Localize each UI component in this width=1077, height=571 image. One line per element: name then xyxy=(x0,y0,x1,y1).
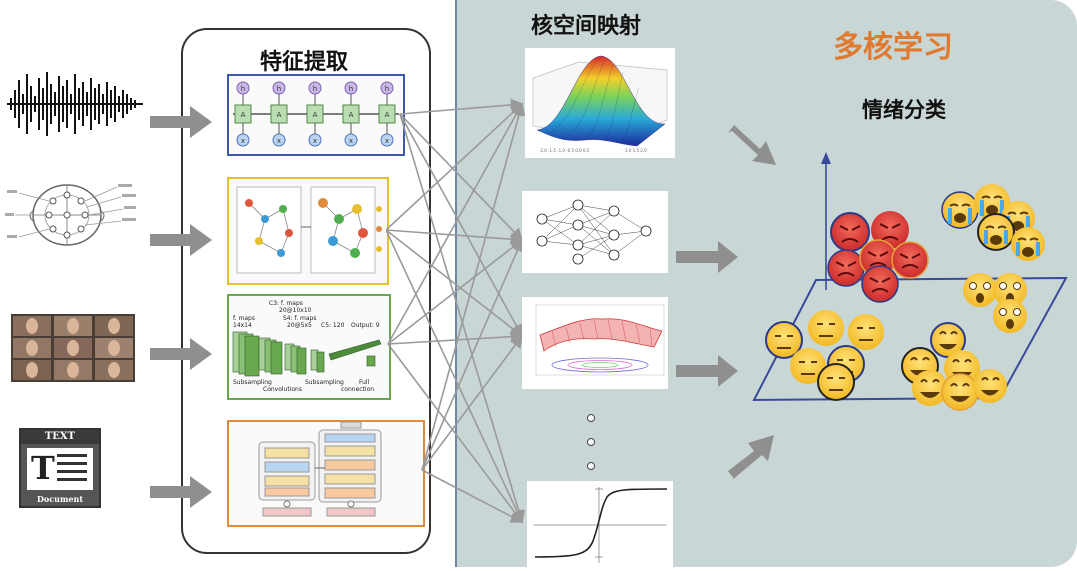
input-arrow-eeg xyxy=(150,224,212,256)
happy-emoji-icon xyxy=(941,373,979,411)
svg-text:x: x xyxy=(313,137,317,145)
svg-text:connection: connection xyxy=(341,386,374,393)
arrow-sigmoid xyxy=(728,435,774,479)
svg-text:h: h xyxy=(241,85,245,93)
crying-emoji-icon xyxy=(977,213,1015,251)
surprised-cluster xyxy=(963,273,1027,333)
svg-text:h: h xyxy=(385,85,389,93)
svg-text:h: h xyxy=(313,85,317,93)
svg-text:20@5x5: 20@5x5 xyxy=(287,322,312,329)
panel-divider xyxy=(455,0,457,567)
cnn-module: C3: f. maps 20@10x10 f. maps 14x14 S4: f… xyxy=(227,294,391,400)
input-arrow-face xyxy=(150,338,212,370)
arrow-mesh xyxy=(676,355,738,387)
arrow-gaussian xyxy=(728,125,776,165)
sigmoid-kernel-plot xyxy=(527,481,673,567)
happy-cluster xyxy=(901,322,1007,411)
svg-text:A: A xyxy=(277,111,282,119)
angry-emoji-icon xyxy=(891,241,929,279)
feature-to-kernel-connections xyxy=(386,98,526,524)
surprised-emoji-icon xyxy=(963,273,997,307)
svg-text:h: h xyxy=(349,85,353,93)
svg-text:A: A xyxy=(313,111,318,119)
svg-text:A: A xyxy=(349,111,354,119)
svg-text:14x14: 14x14 xyxy=(233,322,252,329)
transformer-diagram xyxy=(258,421,382,517)
angry-emoji-icon xyxy=(827,249,865,287)
emotion-emoji-clusters xyxy=(765,184,1045,411)
svg-text:S4: f. maps: S4: f. maps xyxy=(283,315,317,322)
svg-text:Convolutions: Convolutions xyxy=(263,386,302,393)
svg-text:x: x xyxy=(385,137,389,145)
sad-cluster xyxy=(941,184,1045,261)
svg-text:x: x xyxy=(349,137,353,145)
gnn-module xyxy=(227,177,389,285)
multiple-kernel-learning-title: 多核学习 xyxy=(833,30,953,65)
svg-text:C5: 120: C5: 120 xyxy=(321,322,345,329)
input-arrow-text xyxy=(150,476,212,508)
arrow-neural xyxy=(676,241,738,273)
facial-expression-images xyxy=(11,314,135,382)
input-arrows xyxy=(150,106,212,508)
text-document-icon: TEXT T Document xyxy=(19,428,101,508)
text-doc-footer: Document xyxy=(36,494,84,504)
angry-cluster xyxy=(827,211,929,303)
svg-text:A: A xyxy=(385,111,390,119)
more-kernels-ellipsis xyxy=(587,414,595,470)
svg-text:1.0 1.5 2.0: 1.0 1.5 2.0 xyxy=(625,148,647,153)
neutral-emoji-icon xyxy=(808,310,844,346)
svg-text:f. maps: f. maps xyxy=(233,315,255,322)
feature-extraction-title: 特征提取 xyxy=(260,50,349,75)
crying-emoji-icon xyxy=(941,191,979,229)
svg-text:A: A xyxy=(241,111,246,119)
audio-waveform-icon xyxy=(7,72,143,136)
text-doc-header: TEXT xyxy=(21,430,99,444)
angry-emoji-icon xyxy=(861,265,899,303)
gnn-diagram xyxy=(236,186,382,274)
svg-text:x: x xyxy=(277,137,281,145)
neutral-emoji-icon xyxy=(817,363,855,401)
svg-text:x: x xyxy=(241,137,245,145)
mesh-surface-kernel-plot xyxy=(522,297,668,389)
happy-emoji-icon xyxy=(930,322,966,358)
transformer-module xyxy=(227,420,425,527)
neutral-emoji-icon xyxy=(848,314,884,350)
crying-emoji-icon xyxy=(974,184,1010,220)
neutral-emoji-icon xyxy=(765,321,803,359)
svg-text:-2.0 -1.5 -1.0 -0.5 0.0 0.5: -2.0 -1.5 -1.0 -0.5 0.0 0.5 xyxy=(539,148,590,153)
emotion-classification-title: 情绪分类 xyxy=(862,98,946,122)
eeg-head-icon xyxy=(5,184,136,246)
surprised-emoji-icon xyxy=(993,273,1027,307)
rnn-diagram: h h h h h A A A A A x x x x x xyxy=(233,81,399,147)
rnn-cell xyxy=(234,81,252,147)
surprised-emoji-icon xyxy=(993,299,1027,333)
rnn-module: h h h h h A A A A A x x x x x xyxy=(227,74,405,156)
cnn-diagram: C3: f. maps 20@10x10 f. maps 14x14 S4: f… xyxy=(232,300,382,393)
svg-text:Subsampling: Subsampling xyxy=(233,379,272,386)
svg-text:h: h xyxy=(277,85,281,93)
neural-network-kernel-plot xyxy=(522,191,668,273)
kernel-to-classifier-arrows xyxy=(676,125,776,479)
crying-emoji-icon xyxy=(1011,227,1045,261)
neutral-emoji-icon xyxy=(790,348,826,384)
svg-text:20@10x10: 20@10x10 xyxy=(279,307,312,314)
svg-text:Subsampling: Subsampling xyxy=(305,379,344,386)
neutral-cluster xyxy=(765,310,884,401)
input-arrow-audio xyxy=(150,106,212,138)
gaussian-kernel-plot: -2.0 -1.5 -1.0 -0.5 0.0 0.5 1.0 1.5 2.0 xyxy=(525,48,675,158)
angry-emoji-icon xyxy=(830,212,870,252)
svg-text:Output: 9: Output: 9 xyxy=(351,322,380,329)
svg-text:C3: f. maps: C3: f. maps xyxy=(269,300,303,307)
svg-text:Full: Full xyxy=(359,379,370,386)
kernel-mapping-title: 核空间映射 xyxy=(531,14,642,39)
happy-emoji-icon xyxy=(973,369,1007,403)
happy-emoji-icon xyxy=(912,370,948,406)
